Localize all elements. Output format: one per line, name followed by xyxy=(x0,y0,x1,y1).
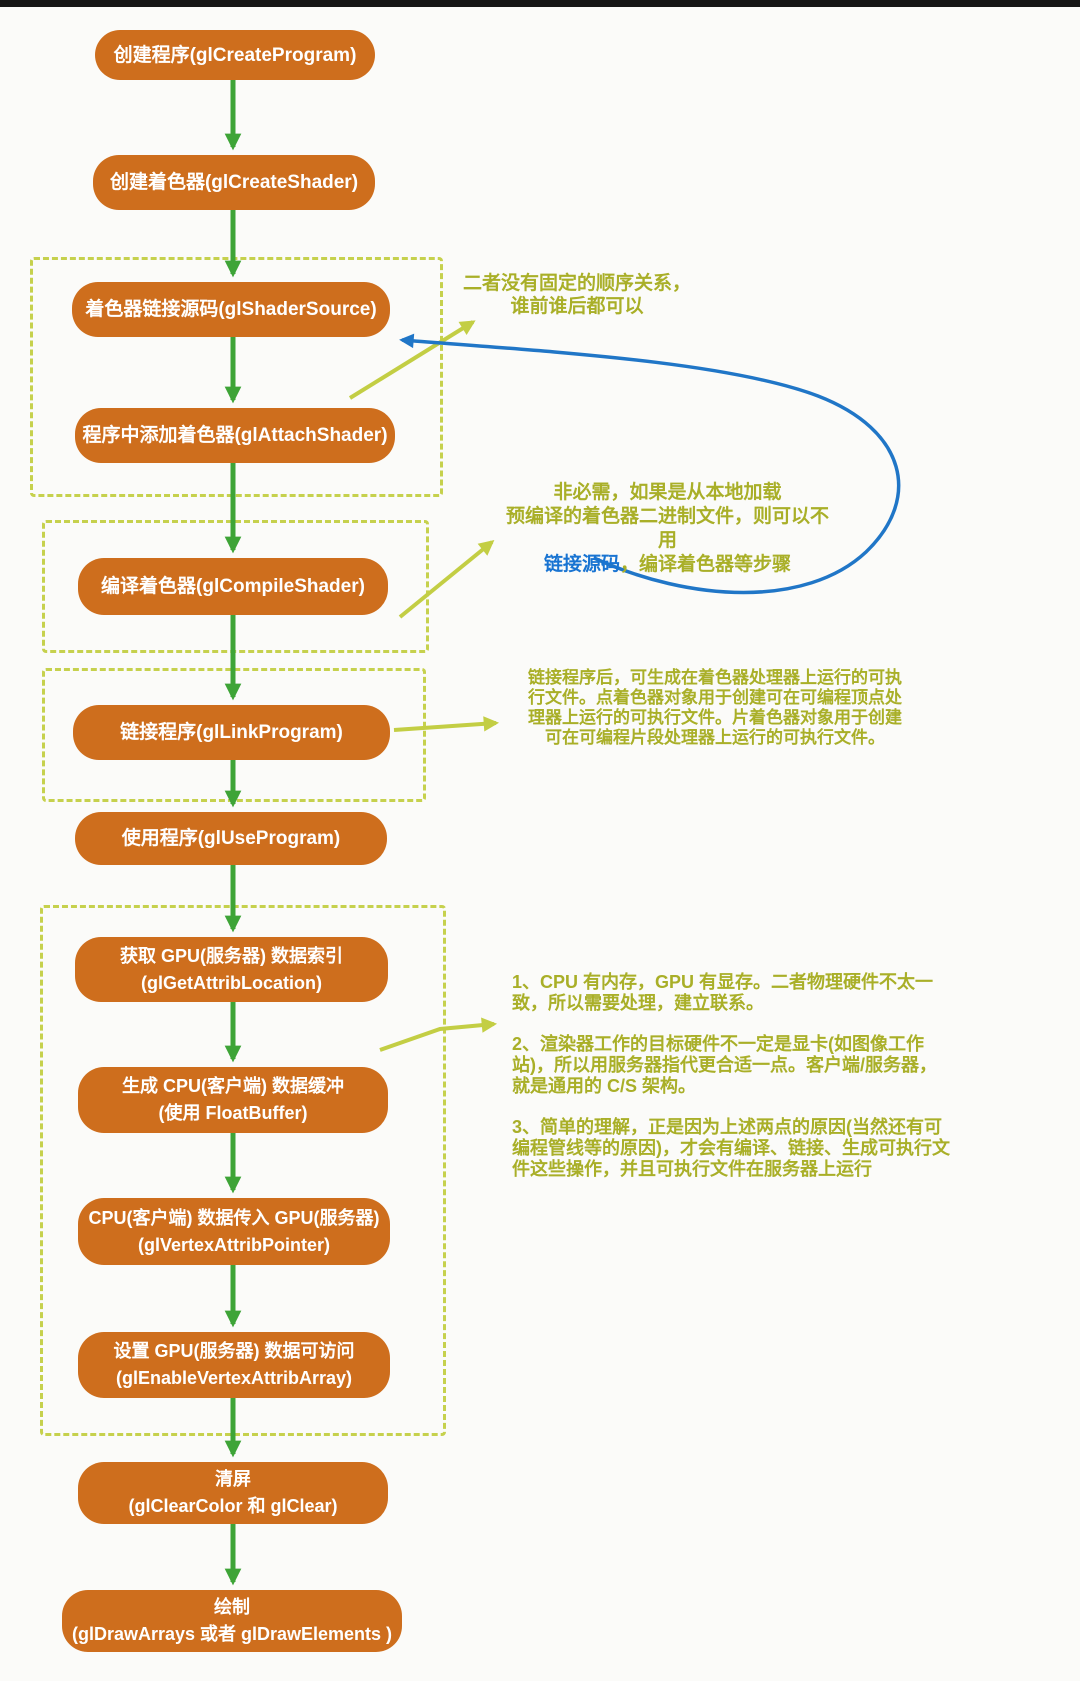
flow-node-get-attrib-location: 获取 GPU(服务器) 数据索引 (glGetAttribLocation) xyxy=(75,937,388,1002)
annotation-line: 链接程序后，可生成在着色器处理器上运行的可执 xyxy=(528,668,902,687)
annotation-link-note: 链接程序后，可生成在着色器处理器上运行的可执 行文件。点着色器对象用于创建可在可… xyxy=(515,668,915,748)
annotation-line: 预编译的着色器二进制文件，则可以不用 xyxy=(505,506,829,551)
node-label: 使用程序(glUseProgram) xyxy=(121,828,341,849)
node-label: (glDrawArrays 或者 glDrawElements ) xyxy=(71,1624,393,1644)
annotation-line: 非必需，如果是从本地加载 xyxy=(553,482,782,503)
flow-node-compile-shader: 编译着色器(glCompileShader) xyxy=(78,558,388,615)
note-item-3: 3、简单的理解，正是因为上述两点的原因(当然还有可编程管线等的原因)，才会有编译… xyxy=(512,1117,950,1179)
node-label: 设置 GPU(服务器) 数据可访问 xyxy=(113,1341,355,1361)
annotation-line: 谁前谁后都可以 xyxy=(510,296,644,317)
flow-node-link-program: 链接程序(glLinkProgram) xyxy=(73,705,390,760)
node-label: (glClearColor 和 glClear) xyxy=(128,1496,338,1516)
node-label: 创建着色器(glCreateShader) xyxy=(109,172,359,193)
node-label: (glVertexAttribPointer) xyxy=(137,1234,331,1255)
group-cpu-gpu-data xyxy=(40,905,446,1436)
annotation-line: 二者没有固定的顺序关系， xyxy=(462,273,691,294)
annotation-line: 行文件。点着色器对象用于创建可在可编程顶点处 xyxy=(528,688,902,707)
link-source-highlight: 链接源码 xyxy=(543,554,620,575)
flow-node-create-program: 创建程序(glCreateProgram) xyxy=(95,30,375,80)
top-border xyxy=(0,0,1080,7)
annotation-cpu-gpu-note: 1、CPU 有内存，GPU 有显存。二者物理硬件不太一致，所以需要处理，建立联系… xyxy=(512,972,952,1200)
node-label: 获取 GPU(服务器) 数据索引 xyxy=(120,945,343,966)
node-label: CPU(客户端) 数据传入 GPU(服务器) xyxy=(88,1207,380,1228)
node-label: 链接程序(glLinkProgram) xyxy=(120,722,343,743)
annotation-order-note: 二者没有固定的顺序关系， 谁前谁后都可以 xyxy=(447,272,707,318)
node-label: 清屏 xyxy=(215,1469,251,1489)
flow-node-draw: 绘制 (glDrawArrays 或者 glDrawElements ) xyxy=(62,1590,402,1652)
node-label: 生成 CPU(客户端) 数据缓冲 xyxy=(122,1076,344,1096)
node-label: (glEnableVertexAttribArray) xyxy=(115,1368,353,1388)
annotation-line: 理器上运行的可执行文件。片着色器对象用于创建 xyxy=(528,708,902,727)
annotation-optional-note: 非必需，如果是从本地加载 预编译的着色器二进制文件，则可以不用 链接源码，编译着… xyxy=(500,481,835,577)
node-label: 编译着色器(glCompileShader) xyxy=(101,576,365,597)
flow-node-shader-source: 着色器链接源码(glShaderSource) xyxy=(72,282,390,337)
flow-node-enable-vertex-attrib: 设置 GPU(服务器) 数据可访问 (glEnableVertexAttribA… xyxy=(78,1332,390,1398)
annotation-line-rest: ，编译着色器等步骤 xyxy=(620,554,792,575)
node-label: 着色器链接源码(glShaderSource) xyxy=(85,299,377,320)
node-label: 程序中添加着色器(glAttachShader) xyxy=(82,425,388,446)
flow-node-create-cpu-buffer: 生成 CPU(客户端) 数据缓冲 (使用 FloatBuffer) xyxy=(78,1067,388,1133)
flow-node-create-shader: 创建着色器(glCreateShader) xyxy=(93,155,375,210)
flow-node-attach-shader: 程序中添加着色器(glAttachShader) xyxy=(75,408,395,463)
note-item-2: 2、渲染器工作的目标硬件不一定是显卡(如图像工作站)，所以用服务器指代更合适一点… xyxy=(512,1034,937,1096)
flow-node-use-program: 使用程序(glUseProgram) xyxy=(75,812,387,865)
note-item-1: 1、CPU 有内存，GPU 有显存。二者物理硬件不太一致，所以需要处理，建立联系… xyxy=(512,972,934,1013)
flow-node-vertex-attrib-pointer: CPU(客户端) 数据传入 GPU(服务器) (glVertexAttribPo… xyxy=(78,1198,390,1265)
node-label: (使用 FloatBuffer) xyxy=(158,1103,308,1123)
annotation-line: 可在可编程片段处理器上运行的可执行文件。 xyxy=(545,728,885,747)
flow-node-clear-screen: 清屏 (glClearColor 和 glClear) xyxy=(78,1462,388,1524)
annotation-line: 链接源码，编译着色器等步骤 xyxy=(500,553,835,577)
node-label: 创建程序(glCreateProgram) xyxy=(113,44,357,66)
node-label: 绘制 xyxy=(214,1597,250,1617)
node-label: (glGetAttribLocation) xyxy=(141,972,322,993)
